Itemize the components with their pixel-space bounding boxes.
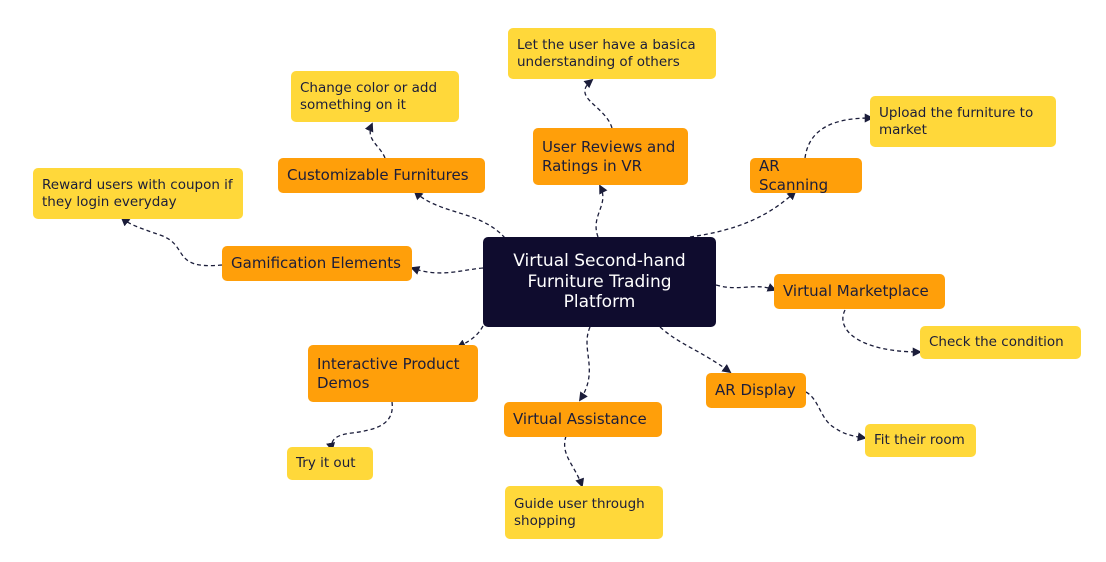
branch-label: AR Scanning: [759, 157, 829, 194]
branch-user-reviews[interactable]: User Reviews and Ratings in VR: [533, 128, 688, 185]
connector-interactive-leaf: [326, 401, 393, 452]
branch-ar-display[interactable]: AR Display: [706, 373, 806, 408]
connector-interactive: [456, 325, 484, 348]
connector-marketplace: [715, 283, 777, 292]
branch-virtual-assistance[interactable]: Virtual Assistance: [504, 402, 662, 437]
leaf-label: Fit their room: [874, 432, 965, 449]
branch-customizable-furnitures[interactable]: Customizable Furnitures: [278, 158, 485, 193]
branch-gamification-elements[interactable]: Gamification Elements: [222, 246, 412, 281]
central-topic-label: Virtual Second-hand Furniture Trading Pl…: [513, 250, 686, 313]
connector-marketplace-leaf: [842, 309, 922, 357]
connector-gamification-leaf: [120, 216, 223, 267]
branch-label: Gamification Elements: [231, 254, 401, 273]
leaf-label: Let the user have a basica understanding…: [517, 37, 696, 70]
connector-assistance: [578, 326, 591, 402]
branch-ar-scanning[interactable]: AR Scanning: [750, 157, 862, 194]
leaf-change-color[interactable]: Change color or add something on it: [291, 71, 459, 122]
leaf-label: Guide user through shopping: [514, 496, 645, 529]
connector-reviews: [595, 184, 608, 238]
leaf-label: Reward users with coupon if they login e…: [42, 177, 233, 210]
branch-interactive-product-demos[interactable]: Interactive Product Demos: [308, 345, 478, 402]
leaf-try-it-out[interactable]: Try it out: [287, 447, 373, 480]
leaf-check-condition[interactable]: Check the condition: [920, 326, 1081, 359]
branch-label: Virtual Assistance: [513, 410, 647, 429]
leaf-label: Check the condition: [929, 334, 1064, 351]
connector-customizable-leaf: [364, 122, 386, 159]
leaf-label: Upload the furniture to market: [879, 105, 1034, 138]
connector-ar-display: [659, 326, 732, 374]
leaf-basic-understanding[interactable]: Let the user have a basica understanding…: [508, 28, 716, 79]
branch-label: Virtual Marketplace: [783, 282, 929, 301]
leaf-upload-furniture[interactable]: Upload the furniture to market: [870, 96, 1056, 147]
leaf-label: Try it out: [296, 455, 356, 472]
connector-customizable: [413, 190, 506, 239]
branch-label: Interactive Product Demos: [317, 355, 460, 392]
branch-virtual-marketplace[interactable]: Virtual Marketplace: [774, 274, 945, 309]
branch-label: AR Display: [715, 381, 796, 400]
leaf-fit-room[interactable]: Fit their room: [865, 424, 976, 457]
connector-ar-scanning: [689, 190, 797, 238]
leaf-label: Change color or add something on it: [300, 80, 438, 113]
branch-label: Customizable Furnitures: [287, 166, 469, 185]
connector-ar-display-leaf: [805, 391, 867, 442]
leaf-guide-user[interactable]: Guide user through shopping: [505, 486, 663, 539]
connector-reviews-leaf: [583, 78, 613, 129]
branch-label: User Reviews and Ratings in VR: [542, 138, 676, 175]
central-topic[interactable]: Virtual Second-hand Furniture Trading Pl…: [483, 237, 716, 327]
leaf-reward-coupon[interactable]: Reward users with coupon if they login e…: [33, 168, 243, 219]
connector-gamification: [410, 266, 484, 275]
connector-assistance-leaf: [564, 435, 585, 488]
connector-ar-scanning-leaf: [804, 113, 874, 159]
